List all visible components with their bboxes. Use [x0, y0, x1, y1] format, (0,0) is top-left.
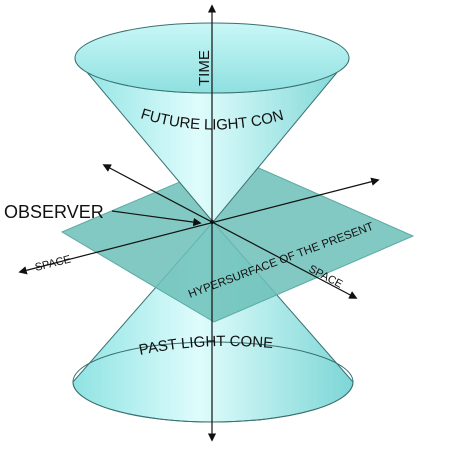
observer-point: [210, 220, 214, 224]
observer-arrow: [111, 210, 202, 227]
space-axis-diagonal: [102, 164, 358, 299]
space-label-left: SPACE: [34, 253, 72, 273]
time-label: TIME: [196, 50, 213, 86]
observer-label: OBSERVER: [4, 202, 104, 222]
